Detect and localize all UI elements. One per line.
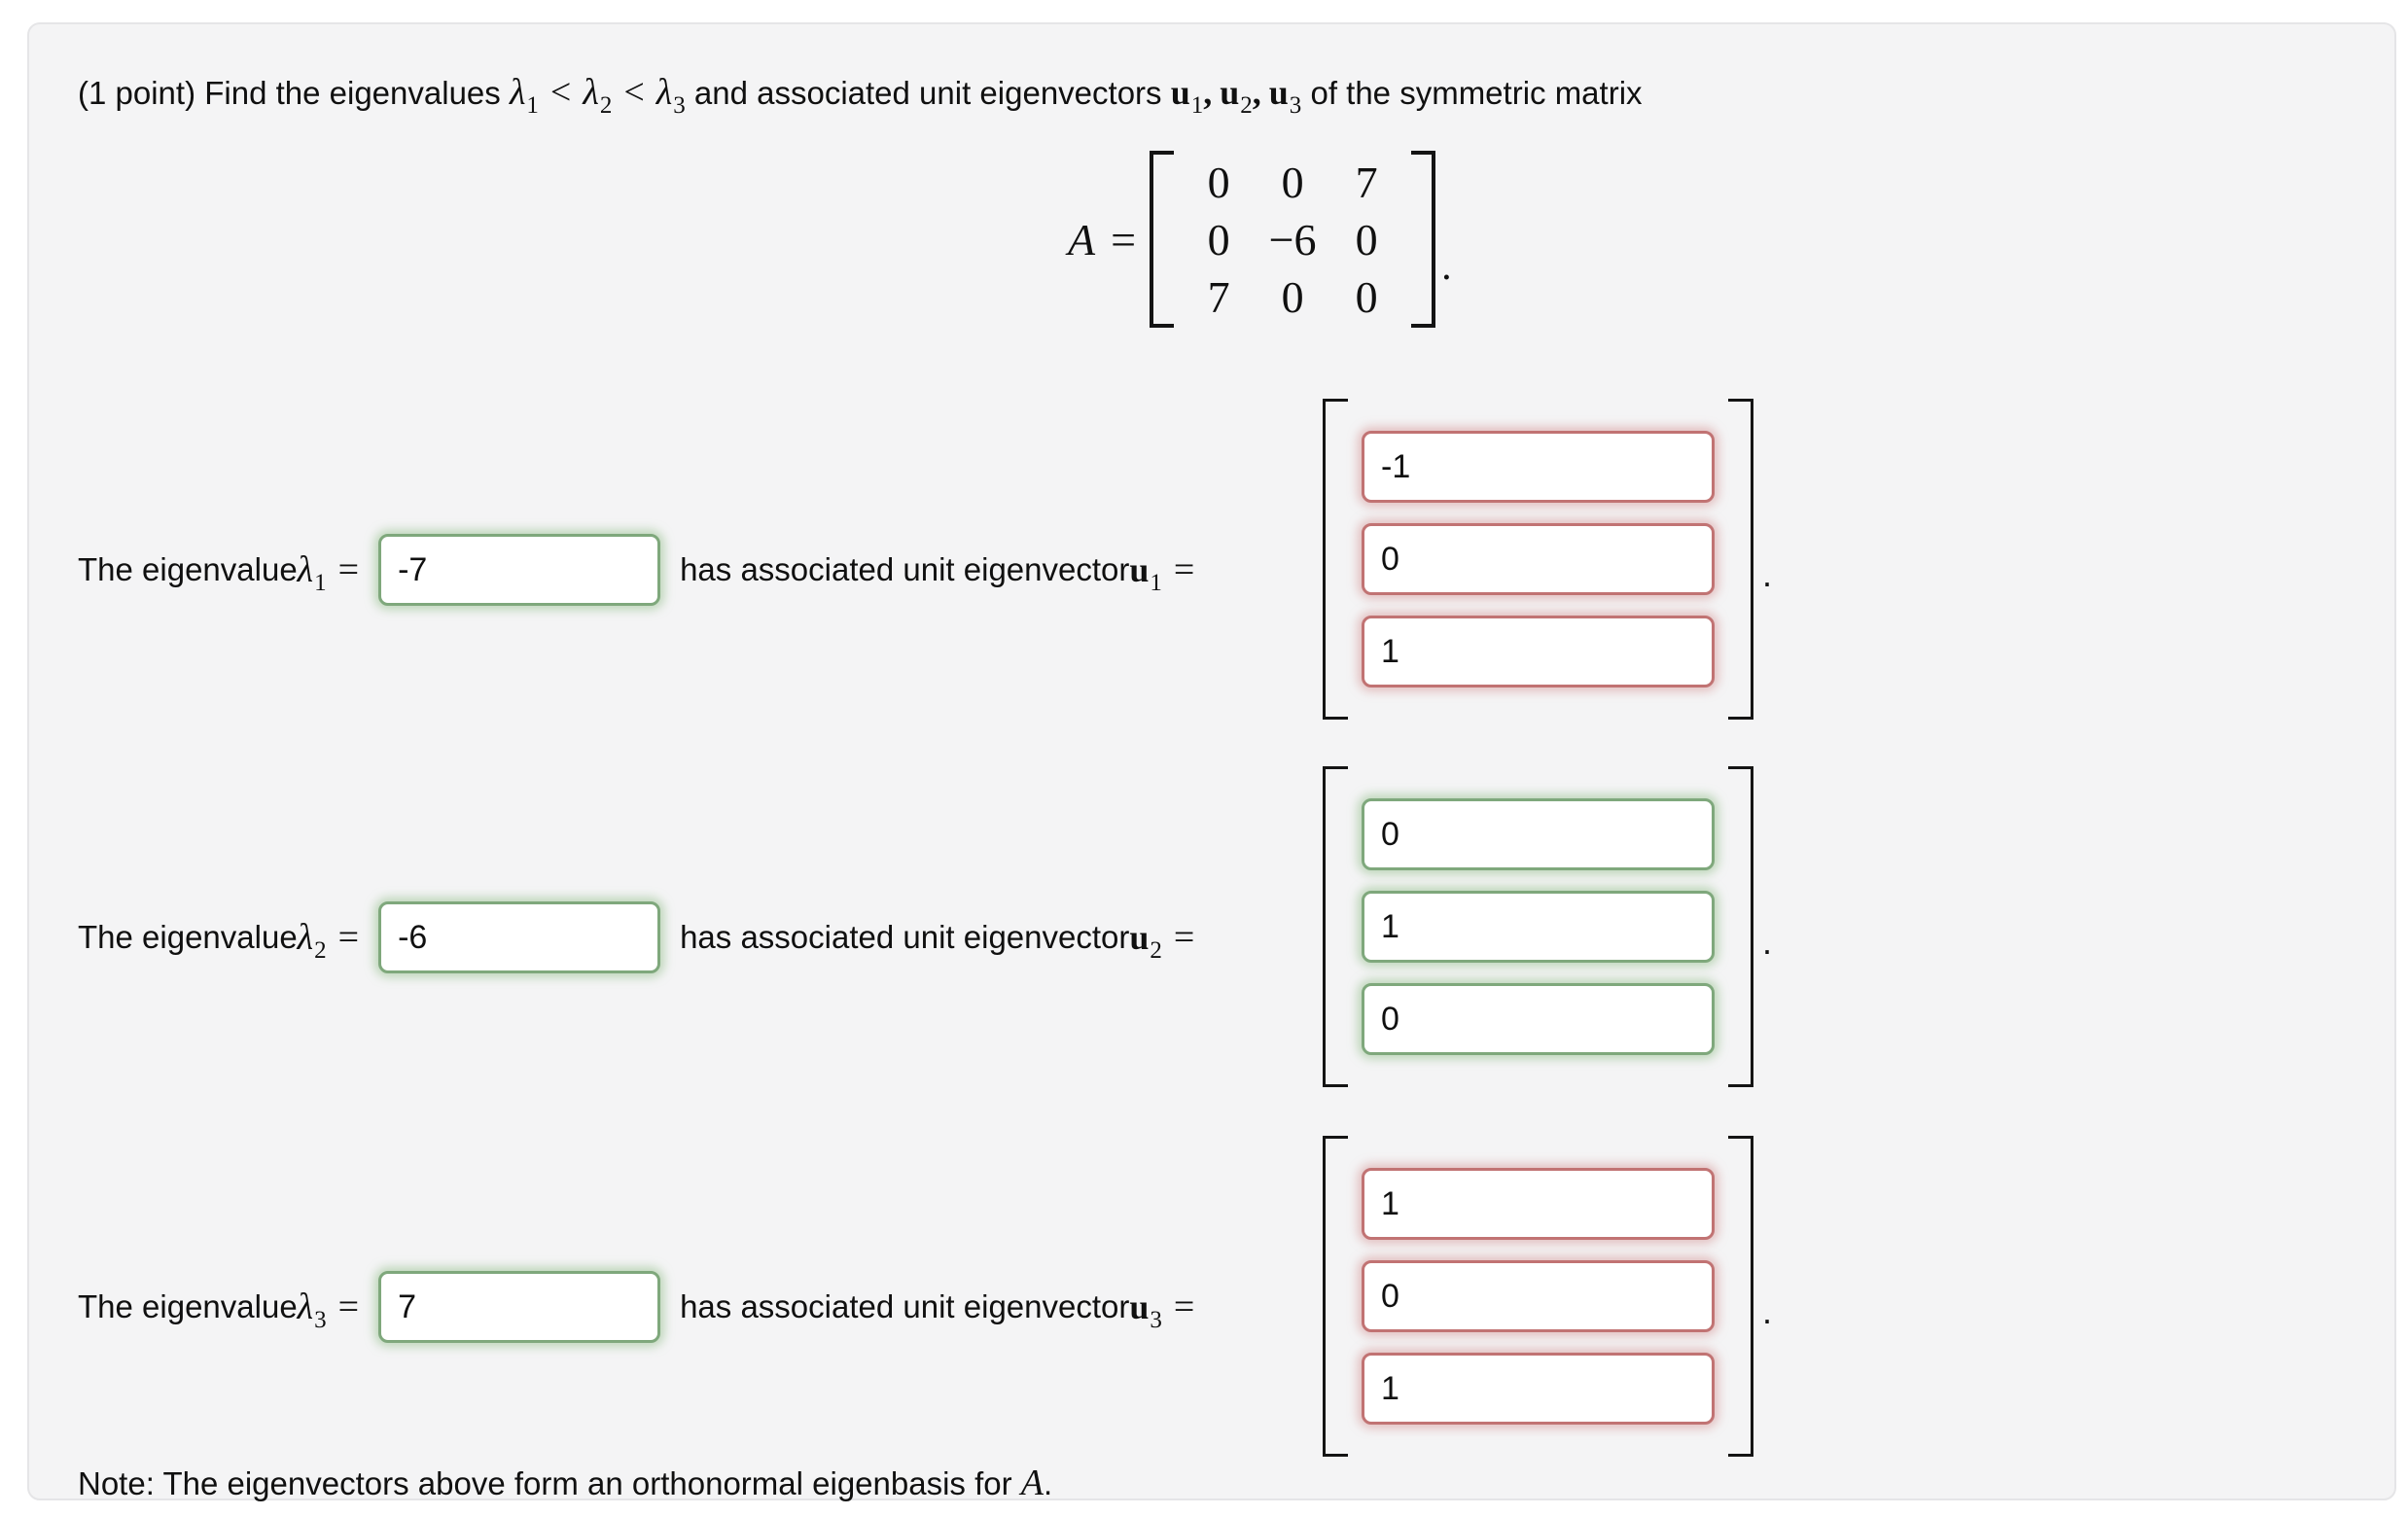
equals-sign: = bbox=[1173, 549, 1195, 590]
vector-right-bracket bbox=[1728, 399, 1753, 720]
vector-fields bbox=[1362, 798, 1715, 1055]
mid-text: has associated unit eigenvector bbox=[680, 919, 1130, 955]
statement-mid: and associated unit eigenvectors bbox=[685, 75, 1171, 111]
lambda-1-symbol: λ1 bbox=[297, 549, 327, 596]
vector-right-bracket bbox=[1728, 766, 1753, 1087]
eigenvector-1-component-1[interactable] bbox=[1362, 431, 1715, 503]
note-text: Note: The eigenvectors above form an ort… bbox=[78, 1465, 1021, 1501]
statement-suffix: of the symmetric matrix bbox=[1301, 75, 1643, 111]
matrix-left-bracket bbox=[1150, 151, 1175, 328]
vector-left-bracket bbox=[1323, 1136, 1348, 1457]
equals-sign: = bbox=[337, 917, 360, 958]
label-text: The eigenvalue bbox=[78, 919, 298, 955]
equals-sign: = bbox=[337, 1287, 360, 1327]
statement-prefix: (1 point) Find the eigenvalues bbox=[78, 75, 510, 111]
eigenvector-2-component-3[interactable] bbox=[1362, 983, 1715, 1055]
u2-symbol: u2 bbox=[1129, 918, 1162, 964]
eigenvector-3: . bbox=[1323, 1136, 1772, 1457]
mid-text: has associated unit eigenvector bbox=[680, 551, 1130, 587]
eigenvalue-1-input[interactable] bbox=[378, 534, 661, 606]
matrix-cell: 0 bbox=[1355, 214, 1378, 264]
vector-right-bracket bbox=[1728, 1136, 1753, 1457]
equals-sign: = bbox=[1173, 917, 1195, 958]
matrix-equation: A = 0 0 7 0 −6 0 7 0 0 . bbox=[1068, 151, 1452, 328]
vector-fields bbox=[1362, 1168, 1715, 1425]
vector-fields bbox=[1362, 431, 1715, 687]
matrix-cell: 7 bbox=[1355, 157, 1378, 207]
comma: , bbox=[1252, 73, 1261, 112]
matrix-cell: 0 bbox=[1281, 271, 1304, 322]
mid-text: has associated unit eigenvector bbox=[680, 1288, 1130, 1324]
eigen-row-3: The eigenvalue λ3 = has associated unit … bbox=[29, 1136, 2408, 1457]
eigenvector-2: . bbox=[1323, 766, 1772, 1087]
matrix-cell: −6 bbox=[1268, 214, 1317, 264]
matrix-cell: 0 bbox=[1355, 271, 1378, 322]
eigenvalue-2-input[interactable] bbox=[378, 901, 661, 973]
lambda-3-symbol: λ3 bbox=[655, 72, 686, 119]
sentence-period: . bbox=[1762, 922, 1773, 962]
vector-left-bracket bbox=[1323, 399, 1348, 720]
u2-symbol: u2 bbox=[1220, 73, 1253, 119]
eigenvector-1-component-2[interactable] bbox=[1362, 523, 1715, 595]
matrix-cell: 0 bbox=[1207, 214, 1230, 264]
equals-sign: = bbox=[1111, 214, 1137, 264]
eigen-row-3-label: The eigenvalue λ3 = has associated unit … bbox=[78, 1271, 1206, 1343]
matrix-grid: 0 0 7 0 −6 0 7 0 0 bbox=[1174, 154, 1411, 326]
sentence-period: . bbox=[1043, 1465, 1053, 1501]
lambda-1-symbol: λ1 bbox=[509, 72, 539, 119]
matrix-right-bracket bbox=[1411, 151, 1436, 328]
eigen-row-2: The eigenvalue λ2 = has associated unit … bbox=[29, 766, 2408, 1087]
lambda-3-symbol: λ3 bbox=[297, 1287, 327, 1333]
equals-sign: = bbox=[337, 549, 360, 590]
note: Note: The eigenvectors above form an ort… bbox=[78, 1462, 1052, 1504]
eigenvalue-3-input[interactable] bbox=[378, 1271, 661, 1343]
problem-panel: (1 point) Find the eigenvalues λ1<λ2<λ3 … bbox=[27, 22, 2396, 1503]
sentence-period: . bbox=[1762, 1291, 1773, 1331]
less-than: < bbox=[549, 72, 572, 113]
equals-sign: = bbox=[1173, 1287, 1195, 1327]
matrix-cell: 0 bbox=[1281, 157, 1304, 207]
label-text: The eigenvalue bbox=[78, 551, 298, 587]
vector-left-bracket bbox=[1323, 766, 1348, 1087]
eigen-row-2-label: The eigenvalue λ2 = has associated unit … bbox=[78, 901, 1206, 973]
u1-symbol: u1 bbox=[1129, 550, 1162, 596]
lambda-2-symbol: λ2 bbox=[583, 72, 613, 119]
comma: , bbox=[1203, 73, 1213, 112]
lambda-2-symbol: λ2 bbox=[297, 917, 327, 964]
u3-symbol: u3 bbox=[1268, 73, 1302, 119]
label-text: The eigenvalue bbox=[78, 1288, 298, 1324]
eigenvector-2-component-2[interactable] bbox=[1362, 891, 1715, 963]
eigenvector-2-component-1[interactable] bbox=[1362, 798, 1715, 870]
matrix-cell: 0 bbox=[1207, 157, 1230, 207]
less-than: < bbox=[623, 72, 645, 113]
matrix-name: A bbox=[1020, 1463, 1044, 1503]
matrix-cell: 7 bbox=[1207, 271, 1230, 322]
eigenvector-3-component-2[interactable] bbox=[1362, 1260, 1715, 1332]
u3-symbol: u3 bbox=[1129, 1287, 1162, 1333]
eigenvector-1-component-3[interactable] bbox=[1362, 616, 1715, 687]
sentence-period: . bbox=[1441, 244, 1452, 289]
problem-statement: (1 point) Find the eigenvalues λ1<λ2<λ3 … bbox=[78, 71, 1643, 119]
matrix-name: A bbox=[1068, 214, 1096, 264]
u1-symbol: u1 bbox=[1170, 73, 1204, 119]
eigenvector-3-component-1[interactable] bbox=[1362, 1168, 1715, 1240]
eigen-row-1-label: The eigenvalue λ1 = has associated unit … bbox=[78, 534, 1206, 606]
eigenvector-1: . bbox=[1323, 399, 1772, 720]
sentence-period: . bbox=[1762, 554, 1773, 594]
eigenvector-3-component-3[interactable] bbox=[1362, 1353, 1715, 1425]
eigen-row-1: The eigenvalue λ1 = has associated unit … bbox=[29, 399, 2408, 720]
